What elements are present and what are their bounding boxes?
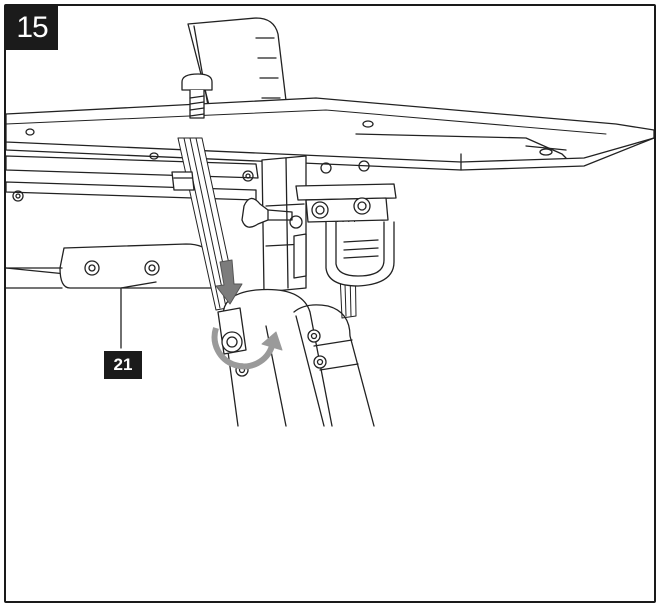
instruction-step-panel: 15 21 [4,4,656,603]
lower-tubes [222,288,375,427]
part-callout-label: 21 [104,351,142,379]
wing-nut [241,197,293,228]
callout-leader-line [120,281,157,349]
knob [171,171,195,191]
step-number-badge: 15 [6,6,58,50]
lower-arm-bar [6,243,217,289]
down-arrow-icon [215,259,243,305]
u-bracket [295,160,397,287]
top-plate [6,97,654,171]
screw [181,73,213,119]
assembly-illustration [6,17,654,427]
center-bracket [242,155,307,293]
rotate-clockwise-icon [211,327,283,370]
